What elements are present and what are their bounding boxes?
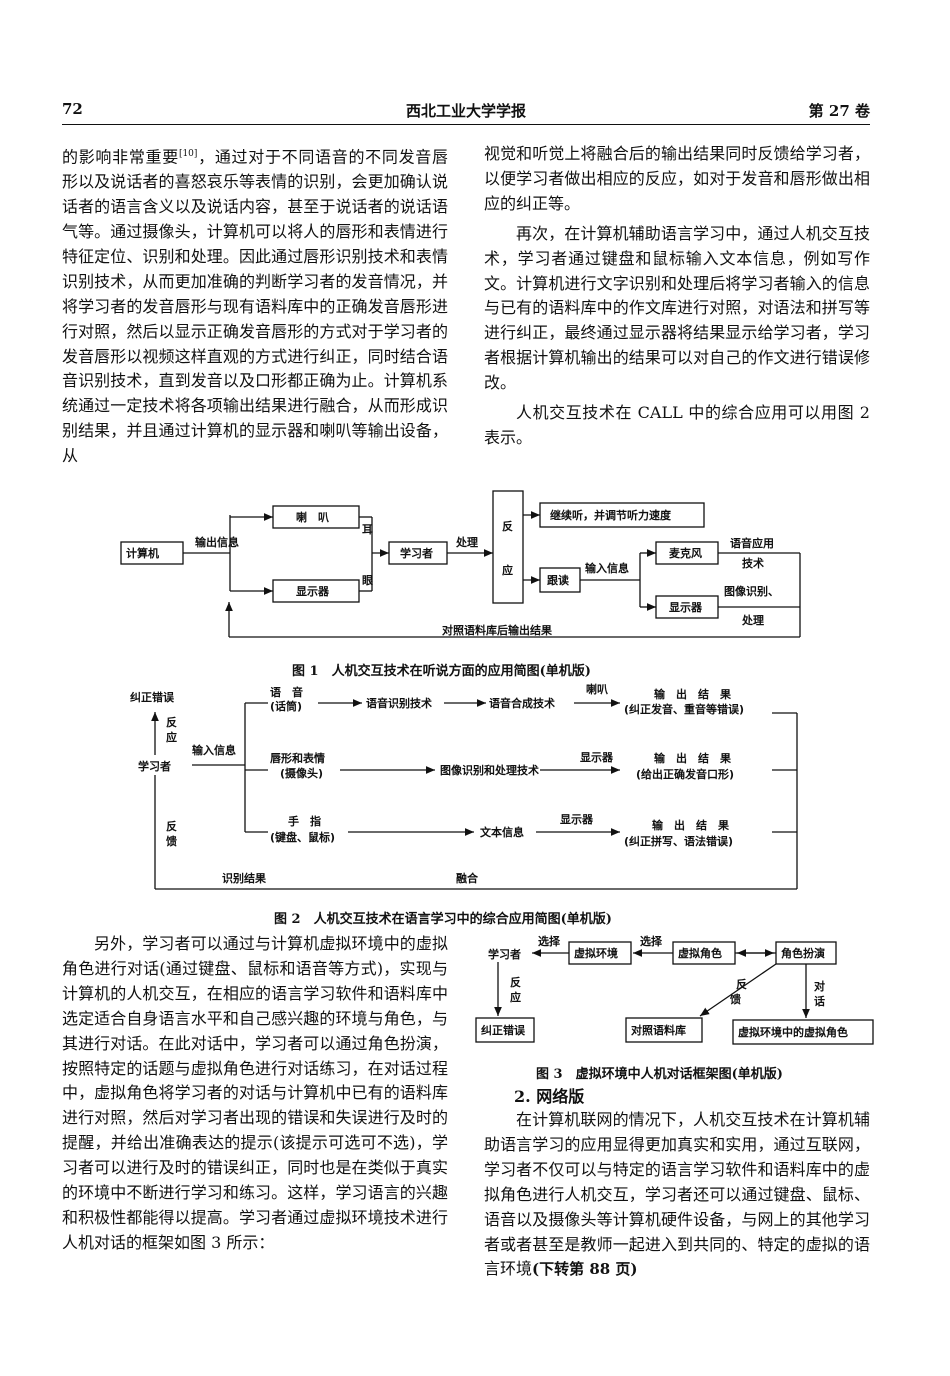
fig2-speaker: 喇叭 (586, 682, 608, 696)
continued-note: (下转第 88 页) (532, 1260, 638, 1279)
page-header: 72 西北工业大学学报 第 27 卷 (62, 100, 870, 126)
fig1-input-info: 输入信息 (585, 561, 629, 575)
figure-2-caption: 图 2 人机交互技术在语言学习中的综合应用简图(单机版) (274, 912, 612, 927)
fig1-monitor2: 显示器 (669, 601, 703, 614)
header-rule (62, 124, 870, 125)
fig3-venv: 虚拟环境 (574, 946, 618, 960)
fig2-tts: 语音合成技术 (489, 696, 555, 710)
fig3-talk-2: 话 (814, 994, 825, 1008)
paragraph: 的影响非常重要[10]，通过对于不同语音的不同发音唇形以及说话者的喜怒哀乐等表情… (62, 147, 448, 466)
left-column-top: 的影响非常重要[10]，通过对于不同语音的不同发音唇形以及说话者的喜怒哀乐等表情… (62, 142, 448, 469)
fig2-fusion: 融合 (456, 871, 479, 885)
citation: [10] (178, 149, 198, 159)
fig2-out3-a: 输 出 结 果 (652, 818, 729, 832)
fig2-react-1: 反 (166, 715, 177, 729)
left-column-bottom: 另外，学习者可以通过与计算机虚拟环境中的虚拟角色进行对话(通过键盘、鼠标和语音等… (62, 932, 448, 1256)
fig2-learner: 学习者 (138, 759, 171, 773)
fig1-computer: 计算机 (126, 546, 159, 560)
fig2-react-2: 应 (166, 730, 177, 744)
fig2-result: 识别结果 (222, 871, 266, 885)
fig2-monitor-1: 显示器 (580, 751, 614, 764)
fig1-ear: 耳 (362, 523, 373, 536)
fig1-react-2: 应 (502, 563, 513, 577)
fig2-finger-2: (键盘、鼠标) (270, 830, 335, 844)
fig2-monitor-2: 显示器 (560, 813, 594, 826)
fig2-voice-1: 语 音 (270, 685, 303, 699)
fig2-out3-b: (纠正拼写、语法错误) (624, 834, 733, 848)
fig2-out2-a: 输 出 结 果 (654, 751, 731, 765)
fig1-eye: 眼 (362, 574, 373, 587)
box-correct (475, 1017, 535, 1043)
fig1-continue: 继续听，并调节听力速度 (550, 508, 672, 522)
fig3-react-2: 应 (510, 990, 521, 1004)
fig1-process: 处理 (455, 535, 478, 549)
right-column-top: 视觉和听觉上将融合后的输出结果同时反馈给学习者，以便学习者做出相应的反应，如对于… (484, 142, 870, 451)
figure-3-caption: 图 3 虚拟环境中人机对话框架图(单机版) (536, 1067, 783, 1082)
fig3-react-1: 反 (510, 975, 521, 989)
fig2-textinfo: 文本信息 (480, 825, 524, 839)
paragraph: 在计算机联网的情况下，人机交互技术在计算机辅助语言学习的应用显得更加真实和实用，… (484, 1110, 870, 1279)
fig3-fb-2: 馈 (730, 992, 741, 1006)
fig3-vrole: 虚拟角色 (678, 946, 722, 960)
paragraph: 视觉和听觉上将融合后的输出结果同时反馈给学习者，以便学习者做出相应的反应，如对于… (484, 144, 870, 213)
volume: 第 27 卷 (808, 102, 870, 120)
fig1-img-2: 处理 (741, 613, 764, 627)
page-number: 72 (62, 100, 83, 118)
fig1-learner: 学习者 (400, 546, 433, 560)
box-vrole-env (732, 1019, 874, 1045)
fig3-correct: 纠正错误 (481, 1023, 526, 1037)
fig2-out1-b: (纠正发音、重音等错误) (624, 702, 744, 716)
fig2-fb-1: 反 (166, 819, 177, 833)
fig1-speaker: 喇 叭 (296, 510, 329, 524)
fig2-out2-b: (给出正确发音口形) (636, 767, 734, 781)
fig2-correct: 纠正错误 (130, 690, 175, 704)
fig2-finger-1: 手 指 (288, 814, 321, 828)
fig2-voice-2: (话筒) (270, 699, 302, 713)
fig2-fb-2: 馈 (166, 834, 177, 848)
fig1-output-info: 输出信息 (195, 535, 239, 549)
box-corpus (625, 1017, 703, 1043)
paragraph: 再次，在计算机辅助语言学习中，通过人机交互技术，学习者通过键盘和鼠标输入文本信息… (484, 223, 870, 393)
paragraph: 另外，学习者可以通过与计算机虚拟环境中的虚拟角色进行对话(通过键盘、鼠标和语音等… (62, 934, 448, 1252)
fig3-fb-1: 反 (736, 977, 747, 991)
fig1-react-1: 反 (502, 519, 513, 533)
journal-title: 西北工业大学学报 (405, 102, 526, 120)
fig2-imgproc: 图像识别和处理技术 (440, 763, 539, 777)
fig3-talk-1: 对 (814, 979, 825, 993)
paragraph: 人机交互技术在 CALL 中的综合应用可以用图 2 表示。 (484, 403, 870, 447)
fig1-mic: 麦克风 (669, 546, 702, 560)
fig1-follow: 跟读 (547, 573, 569, 587)
fig2-out1-a: 输 出 结 果 (654, 687, 731, 701)
figure-1-caption: 图 1 人机交互技术在听说方面的应用简图(单机版) (292, 664, 591, 679)
fig3-select-2: 选择 (640, 934, 663, 948)
fig1-img-1: 图像识别、 (724, 584, 779, 598)
fig3-corpus: 对照语料库 (631, 1023, 686, 1037)
fig1-bottom: 对照语料库后输出结果 (442, 623, 552, 637)
fig1-speech-1: 语音应用 (730, 536, 774, 550)
fig3-select-1: 选择 (538, 934, 561, 948)
fig2-lip-2: (摄像头) (280, 766, 323, 780)
right-column-bottom: 在计算机联网的情况下，人机交互技术在计算机辅助语言学习的应用显得更加真实和实用，… (484, 1108, 870, 1282)
fig3-learner: 学习者 (488, 947, 521, 961)
fig3-vrole-env: 虚拟环境中的虚拟角色 (738, 1025, 848, 1039)
fig1-monitor: 显示器 (296, 585, 330, 598)
box-react (492, 490, 524, 604)
fig2-asr: 语音识别技术 (366, 696, 432, 710)
fig2-input-info: 输入信息 (192, 743, 236, 757)
fig1-speech-2: 技术 (742, 556, 764, 570)
section-heading: 2. 网络版 (514, 1087, 585, 1106)
fig3-roleplay: 角色扮演 (781, 946, 825, 960)
fig2-lip-1: 唇形和表情 (270, 751, 325, 765)
